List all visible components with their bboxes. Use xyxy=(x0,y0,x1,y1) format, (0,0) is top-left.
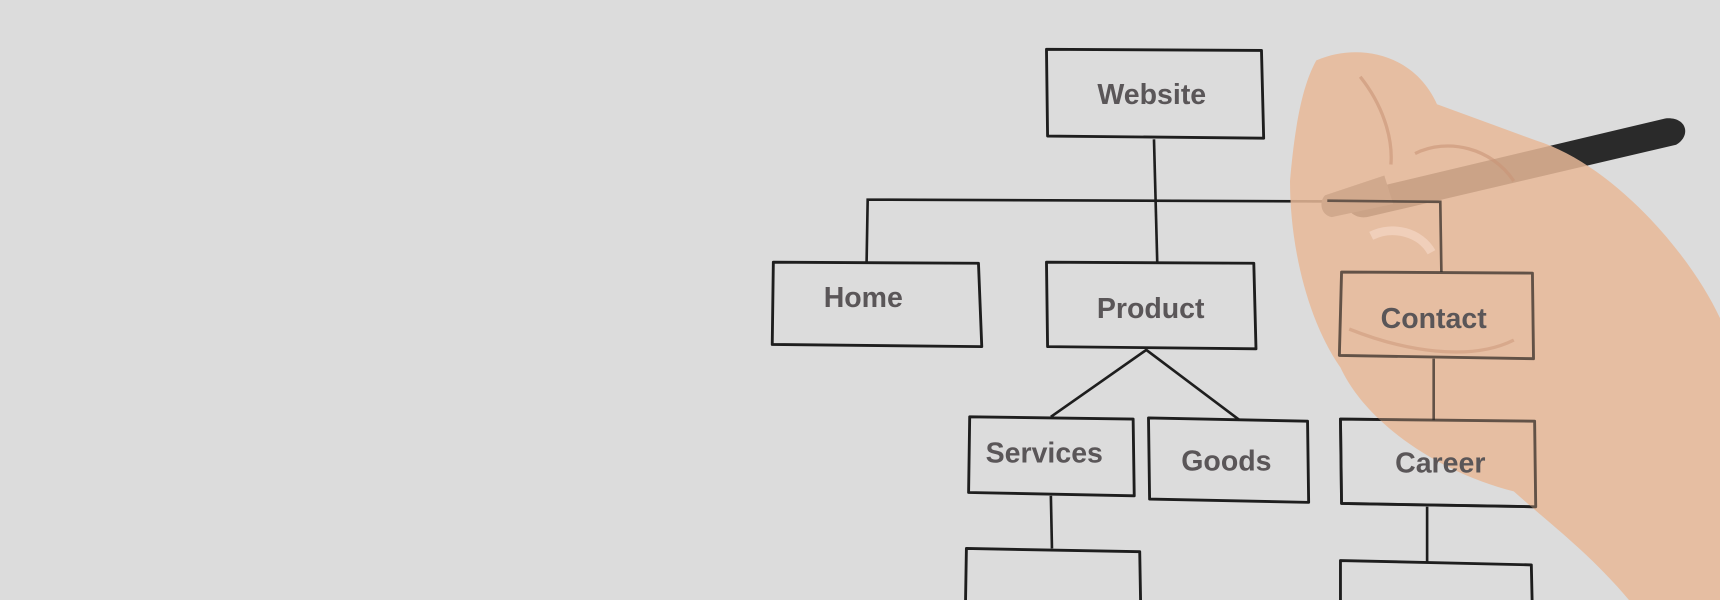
hand-crease xyxy=(1348,327,1515,354)
box-career-child xyxy=(1339,559,1534,600)
box-contact-overlay xyxy=(1337,270,1535,361)
box-career-overlay xyxy=(1339,417,1538,509)
connector-services-child xyxy=(1049,495,1054,549)
label-services: Services xyxy=(986,438,1103,470)
label-goods: Goods xyxy=(1181,445,1271,477)
fingernail-highlight xyxy=(1369,226,1436,255)
hand-with-pen xyxy=(1290,52,1720,600)
box-services xyxy=(967,415,1136,498)
label-product: Product xyxy=(1097,293,1205,325)
label-home: Home xyxy=(824,282,903,314)
box-website xyxy=(1045,47,1266,140)
label-website: Website xyxy=(1097,79,1206,111)
box-product xyxy=(1045,260,1258,351)
box-goods xyxy=(1147,416,1311,504)
hand-crease xyxy=(1414,144,1516,182)
connector-overlay xyxy=(1327,199,1443,273)
box-home xyxy=(770,260,984,349)
box-services-child xyxy=(964,547,1142,600)
label-contact: Contact xyxy=(1381,303,1488,335)
label-career: Career xyxy=(1395,448,1485,480)
hand-icon xyxy=(1290,52,1720,600)
connector-product-children xyxy=(1050,348,1241,422)
hand-crease xyxy=(1358,75,1393,165)
